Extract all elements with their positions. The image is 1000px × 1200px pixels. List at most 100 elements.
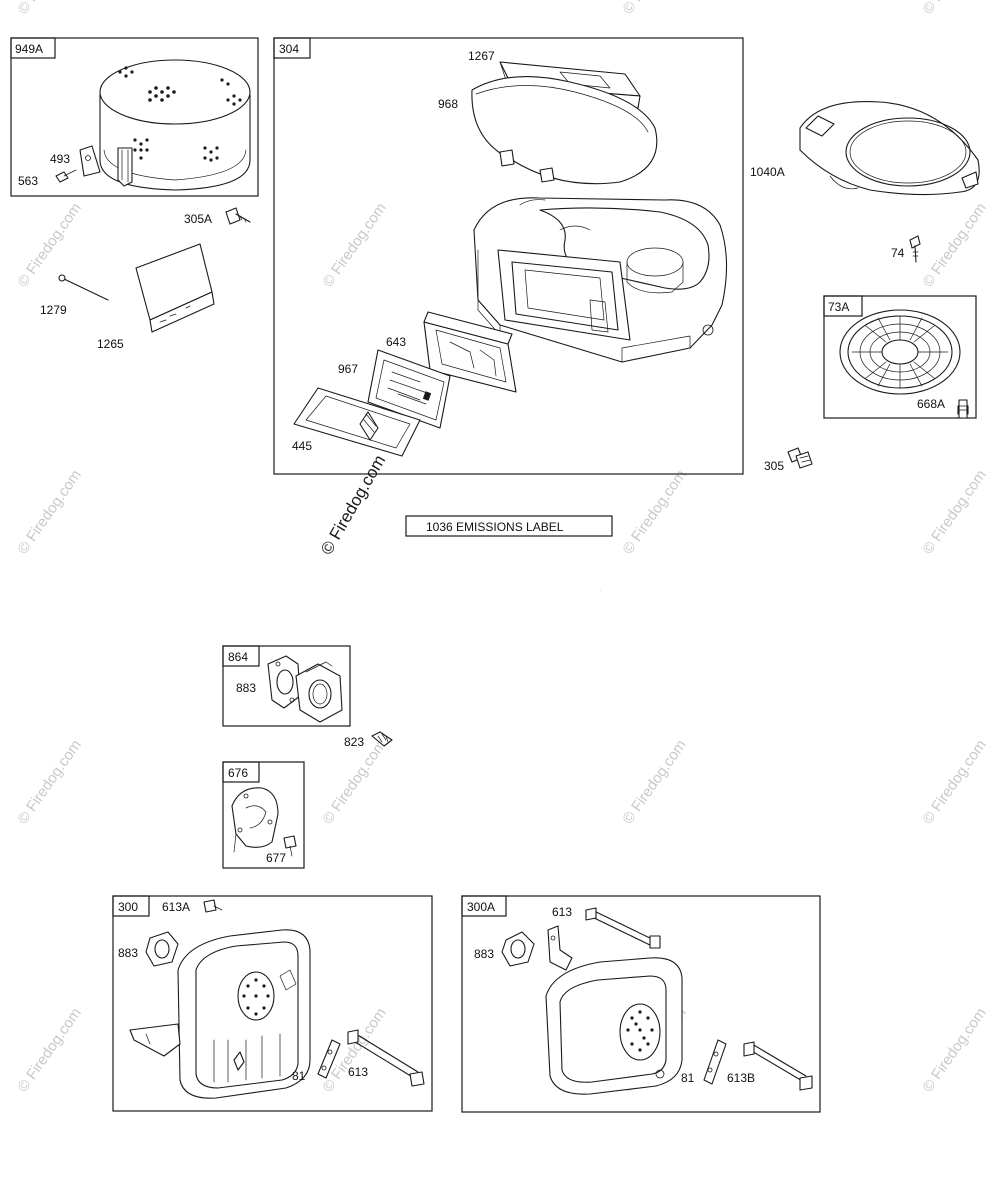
- screw-part: [55, 169, 77, 183]
- group-300a: 300A 613 883: [461, 895, 821, 1113]
- part-label: 563: [18, 174, 38, 188]
- box-tag: [10, 37, 56, 59]
- box-tag: [461, 895, 507, 917]
- watermark: © Firedog.com: [317, 452, 389, 558]
- bolt-part: [203, 899, 223, 913]
- part-label: 305: [764, 459, 784, 473]
- part-label: 1265: [97, 337, 124, 351]
- box-number: 676: [228, 766, 248, 780]
- tiny-mark: .: [600, 587, 601, 592]
- clip-part: [79, 145, 101, 177]
- watermark: © Firedog.com: [14, 737, 84, 828]
- bolt-part: [371, 731, 393, 747]
- muffler-part: [129, 929, 311, 1099]
- long-bolt-part: [347, 1029, 425, 1087]
- group-949a: 949A: [10, 37, 259, 197]
- part-label: 967: [338, 362, 358, 376]
- group-300: 300 613A 883: [112, 895, 433, 1112]
- watermark: © Firedog.com: [319, 200, 389, 291]
- group-frame: [273, 37, 744, 475]
- watermark: © Firedog.com: [14, 1005, 84, 1096]
- group-frame: [461, 895, 821, 1113]
- box-tag: [823, 295, 863, 317]
- decal-part: [367, 349, 451, 429]
- screen-part: [839, 309, 961, 395]
- part-label: 1040A: [750, 165, 785, 179]
- group-frame: [222, 645, 351, 727]
- part-label: 613A: [162, 900, 190, 914]
- watermark: © Firedog.com: [619, 0, 689, 17]
- part-label: 445: [292, 439, 312, 453]
- part-label: 1267: [468, 49, 495, 63]
- bolt-part: [225, 207, 251, 225]
- part-label: 968: [438, 97, 458, 111]
- part-label: 613: [348, 1065, 368, 1079]
- part-label: 883: [118, 946, 138, 960]
- guard-part: [799, 100, 980, 196]
- box-tag: [222, 761, 260, 783]
- watermark: © Firedog.com: [14, 467, 84, 558]
- air-filter-part: [135, 243, 215, 333]
- box-tag: [112, 895, 150, 917]
- part-label: 305A: [184, 212, 212, 226]
- part-label: 823: [344, 735, 364, 749]
- part-label: 668A: [917, 397, 945, 411]
- group-73a: 73A 668A: [823, 295, 977, 419]
- group-676: 676 677: [222, 761, 305, 869]
- panel-part: [293, 387, 421, 457]
- part-label: 883: [236, 681, 256, 695]
- emissions-label-text: 1036 EMISSIONS LABEL: [426, 520, 564, 534]
- part-label: 613: [552, 905, 572, 919]
- part-label: 613B: [727, 1071, 755, 1085]
- part-label: 81: [292, 1069, 306, 1083]
- muffler-part: [545, 925, 683, 1095]
- group-frame: [10, 37, 259, 197]
- part-label: 677: [266, 851, 286, 865]
- watermark: © Firedog.com: [919, 467, 989, 558]
- watermark: © Firedog.com: [14, 0, 84, 17]
- clip-part: [703, 1039, 727, 1085]
- long-bolt-part: [743, 1041, 813, 1091]
- watermark: © Firedog.com: [14, 200, 84, 291]
- part-label: 493: [50, 152, 70, 166]
- bolt-part: [787, 447, 813, 469]
- group-frame: [112, 895, 433, 1112]
- loose-parts-left: 305A 1279 1265: [40, 207, 251, 351]
- watermark: © Firedog.com: [919, 0, 989, 17]
- box-number: 300A: [467, 900, 495, 914]
- part-label: 1279: [40, 303, 67, 317]
- watermark: © Firedog.com: [919, 737, 989, 828]
- screw-part: [909, 235, 921, 263]
- clip-part: [317, 1039, 341, 1079]
- bracket-part: [423, 311, 517, 393]
- box-tag: [273, 37, 311, 59]
- loose-part-305: 305: [764, 447, 813, 473]
- flange-part: [295, 661, 343, 723]
- part-label: 643: [386, 335, 406, 349]
- box-number: 300: [118, 900, 138, 914]
- air-cleaner-cover-part: [99, 59, 251, 191]
- gasket-part: [501, 931, 535, 967]
- box-number: 73A: [828, 300, 849, 314]
- box-number: 949A: [15, 42, 43, 56]
- box-number: 864: [228, 650, 248, 664]
- gasket-part: [267, 655, 301, 709]
- long-bolt-part: [585, 907, 661, 949]
- screw-part: [283, 835, 297, 857]
- part-label: 74: [891, 246, 905, 260]
- emissions-label-group: 1036 EMISSIONS LABEL: [405, 515, 613, 537]
- loose-parts-right: 1040A 74: [750, 100, 980, 263]
- blower-housing-part: [473, 197, 728, 363]
- watermark: © Firedog.com: [319, 737, 389, 828]
- screw-part: [957, 399, 969, 419]
- watermark: © Firedog.com: [619, 467, 689, 558]
- part-label: 81: [681, 1071, 695, 1085]
- group-frame: [823, 295, 977, 419]
- loose-part-823: 823: [344, 731, 393, 749]
- part-label: 883: [474, 947, 494, 961]
- group-frame: [222, 761, 305, 869]
- emissions-label-box: [405, 515, 613, 537]
- shroud-part: [471, 76, 658, 185]
- box-number: 304: [279, 42, 299, 56]
